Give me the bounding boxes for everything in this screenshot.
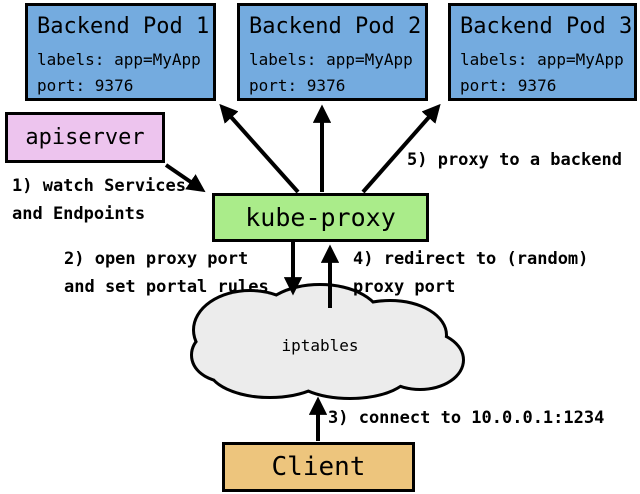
annotation-step1: 1) watch Services and Endpoints [12, 172, 186, 228]
apiserver-box: apiserver [5, 112, 165, 163]
backend-pod-2-box: Backend Pod 2 labels: app=MyApp port: 93… [237, 3, 428, 101]
backend-pod-3-labels: labels: app=MyApp [460, 50, 624, 69]
annotation-step2-line2: and set portal rules [64, 277, 269, 297]
backend-pod-3-port: port: 9376 [460, 76, 557, 95]
client-box: Client [222, 442, 415, 492]
backend-pod-3-title: Backend Pod 3 [460, 14, 633, 39]
annotation-step5: 5) proxy to a backend [407, 146, 622, 174]
client-title: Client [271, 452, 366, 482]
backend-pod-2-labels: labels: app=MyApp [249, 50, 413, 69]
kube-proxy-box: kube-proxy [212, 193, 429, 242]
kube-proxy-title: kube-proxy [245, 203, 396, 232]
backend-pod-2-port: port: 9376 [249, 76, 346, 95]
annotation-step2: 2) open proxy port and set portal rules [64, 245, 269, 301]
iptables-title: iptables [281, 336, 359, 355]
backend-pod-3-box: Backend Pod 3 labels: app=MyApp port: 93… [448, 3, 637, 101]
iptables-cloud-fill [193, 286, 462, 397]
annotation-step2-line1: 2) open proxy port [64, 249, 249, 269]
annotation-step4-line1: 4) redirect to (random) [353, 249, 589, 269]
apiserver-title: apiserver [25, 125, 145, 150]
backend-pod-1-labels: labels: app=MyApp [37, 50, 201, 69]
annotation-step5-line1: 5) proxy to a backend [407, 150, 622, 170]
annotation-step3-line1: 3) connect to 10.0.0.1:1234 [328, 408, 605, 428]
arrow-kube-proxy-to-pod3 [361, 103, 441, 194]
backend-pod-1-box: Backend Pod 1 labels: app=MyApp port: 93… [25, 3, 216, 101]
backend-pod-1-title: Backend Pod 1 [37, 14, 210, 39]
arrow-apiserver-to-kube-proxy [164, 163, 206, 193]
backend-pod-1-port: port: 9376 [37, 76, 134, 95]
annotation-step1-line1: 1) watch Services [12, 176, 186, 196]
annotation-step1-line2: and Endpoints [12, 204, 146, 224]
arrow-kube-proxy-to-pod1 [219, 103, 300, 194]
annotation-step4-line2: proxy port [353, 277, 456, 297]
annotation-step3: 3) connect to 10.0.0.1:1234 [328, 404, 604, 432]
annotation-step4: 4) redirect to (random) proxy port [353, 245, 588, 301]
backend-pod-2-title: Backend Pod 2 [249, 14, 422, 39]
